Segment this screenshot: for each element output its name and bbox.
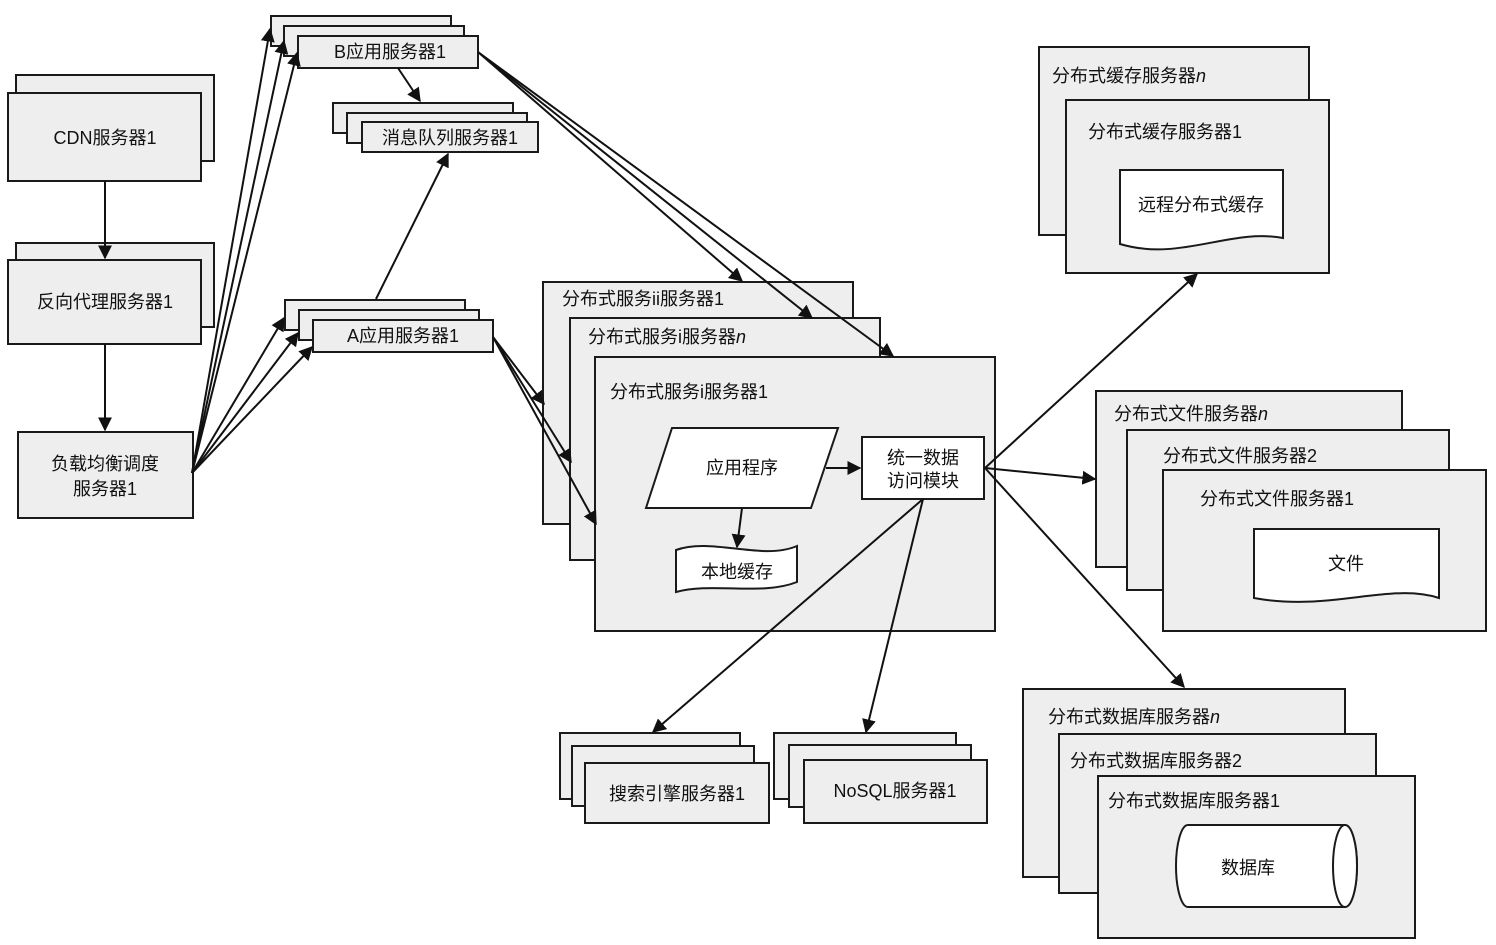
data-access-label-line1: 统一数据 — [887, 448, 959, 468]
distributed-file-n-label: 分布式文件服务器n — [1114, 404, 1268, 424]
message-queue-stack: 消息队列服务器1 — [332, 102, 539, 153]
edge-a-to-message-queue — [375, 152, 449, 300]
nosql-label: NoSQL服务器1 — [833, 781, 956, 801]
edge-balancer-to-a-1 — [191, 316, 285, 474]
data-access-module: 统一数据 访问模块 — [861, 436, 985, 500]
app-server-b-label: B应用服务器1 — [334, 42, 446, 62]
app-server-a-label: A应用服务器1 — [347, 326, 459, 346]
data-access-label-line2: 访问模块 — [887, 471, 959, 491]
remote-cache: 远程分布式缓存 — [1119, 169, 1284, 251]
local-cache: 本地缓存 — [675, 544, 798, 594]
search-engine-stack: 搜索引擎服务器1 — [559, 732, 770, 824]
application-program-label: 应用程序 — [706, 458, 778, 478]
edge-a-to-service-i-1 — [492, 336, 597, 526]
distributed-service-stack: 分布式服务ii服务器1 分布式服务i服务器n 分布式服务i服务器1 应用程序 本… — [542, 281, 996, 632]
edge-b-to-service-ii — [477, 51, 744, 282]
edge-data-access-to-nosql — [862, 498, 924, 734]
load-balancer-label-line1: 负载均衡调度 — [51, 454, 159, 474]
search-engine-label: 搜索引擎服务器1 — [609, 784, 745, 804]
distributed-file-stack: 分布式文件服务器n 分布式文件服务器2 分布式文件服务器1 文件 — [1095, 390, 1487, 632]
distributed-service-ii-label: 分布式服务ii服务器1 — [562, 289, 724, 309]
reverse-proxy-server: 反向代理服务器1 — [7, 242, 215, 345]
load-balancer-server: 负载均衡调度 服务器1 — [17, 431, 194, 519]
app-server-b-stack: B应用服务器1 — [270, 15, 479, 69]
edge-app-to-local-cache — [731, 507, 746, 549]
message-queue-label: 消息队列服务器1 — [382, 128, 518, 148]
edge-b-to-service-i-1 — [477, 51, 895, 357]
distributed-cache-1-label: 分布式缓存服务器1 — [1088, 122, 1242, 142]
local-cache-label: 本地缓存 — [701, 562, 773, 582]
distributed-cache-n-label: 分布式缓存服务器n — [1052, 66, 1206, 86]
edge-balancer-to-b-3 — [191, 51, 301, 474]
nosql-stack: NoSQL服务器1 — [773, 732, 988, 824]
distributed-service-i-1-label: 分布式服务i服务器1 — [610, 382, 768, 402]
edge-data-access-to-file — [984, 467, 1097, 485]
file-label: 文件 — [1328, 554, 1364, 574]
distributed-database-1-label: 分布式数据库服务器1 — [1108, 791, 1280, 811]
edge-balancer-to-b-1 — [191, 27, 275, 474]
edge-balancer-to-a-2 — [191, 331, 299, 474]
edge-balancer-to-a-3 — [191, 345, 313, 474]
edge-data-access-to-search — [651, 498, 924, 733]
distributed-database-2-label: 分布式数据库服务器2 — [1070, 751, 1242, 771]
app-server-a-stack: A应用服务器1 — [284, 299, 494, 353]
cdn-server: CDN服务器1 — [7, 74, 215, 182]
load-balancer-label-line2: 服务器1 — [73, 479, 137, 499]
edge-balancer-to-b-2 — [191, 39, 289, 474]
distributed-file-1-label: 分布式文件服务器1 — [1200, 489, 1354, 509]
edge-a-to-service-ii — [492, 336, 545, 406]
database-label: 数据库 — [1221, 858, 1275, 878]
distributed-file-2-label: 分布式文件服务器2 — [1163, 446, 1317, 466]
edge-a-to-service-i-n — [492, 336, 572, 464]
reverse-proxy-label: 反向代理服务器1 — [37, 292, 173, 312]
edge-data-access-to-database — [984, 467, 1185, 689]
edge-b-to-service-i-n — [477, 51, 814, 319]
file-document: 文件 — [1253, 528, 1440, 603]
remote-cache-label: 远程分布式缓存 — [1138, 195, 1264, 215]
distributed-cache-stack: 分布式缓存服务器n 分布式缓存服务器1 远程分布式缓存 — [1038, 46, 1330, 274]
edge-b-to-message-queue — [397, 67, 421, 103]
cdn-server-label: CDN服务器1 — [53, 128, 156, 148]
distributed-database-stack: 分布式数据库服务器n 分布式数据库服务器2 分布式数据库服务器1 数据库 — [1022, 688, 1416, 939]
distributed-service-i-n-label: 分布式服务i服务器n — [588, 327, 746, 347]
database-cylinder: 数据库 — [1175, 824, 1358, 908]
distributed-database-n-label: 分布式数据库服务器n — [1048, 707, 1220, 727]
edges — [98, 27, 1199, 734]
edge-data-access-to-cache — [984, 273, 1199, 469]
application-program: 应用程序 — [644, 427, 840, 509]
